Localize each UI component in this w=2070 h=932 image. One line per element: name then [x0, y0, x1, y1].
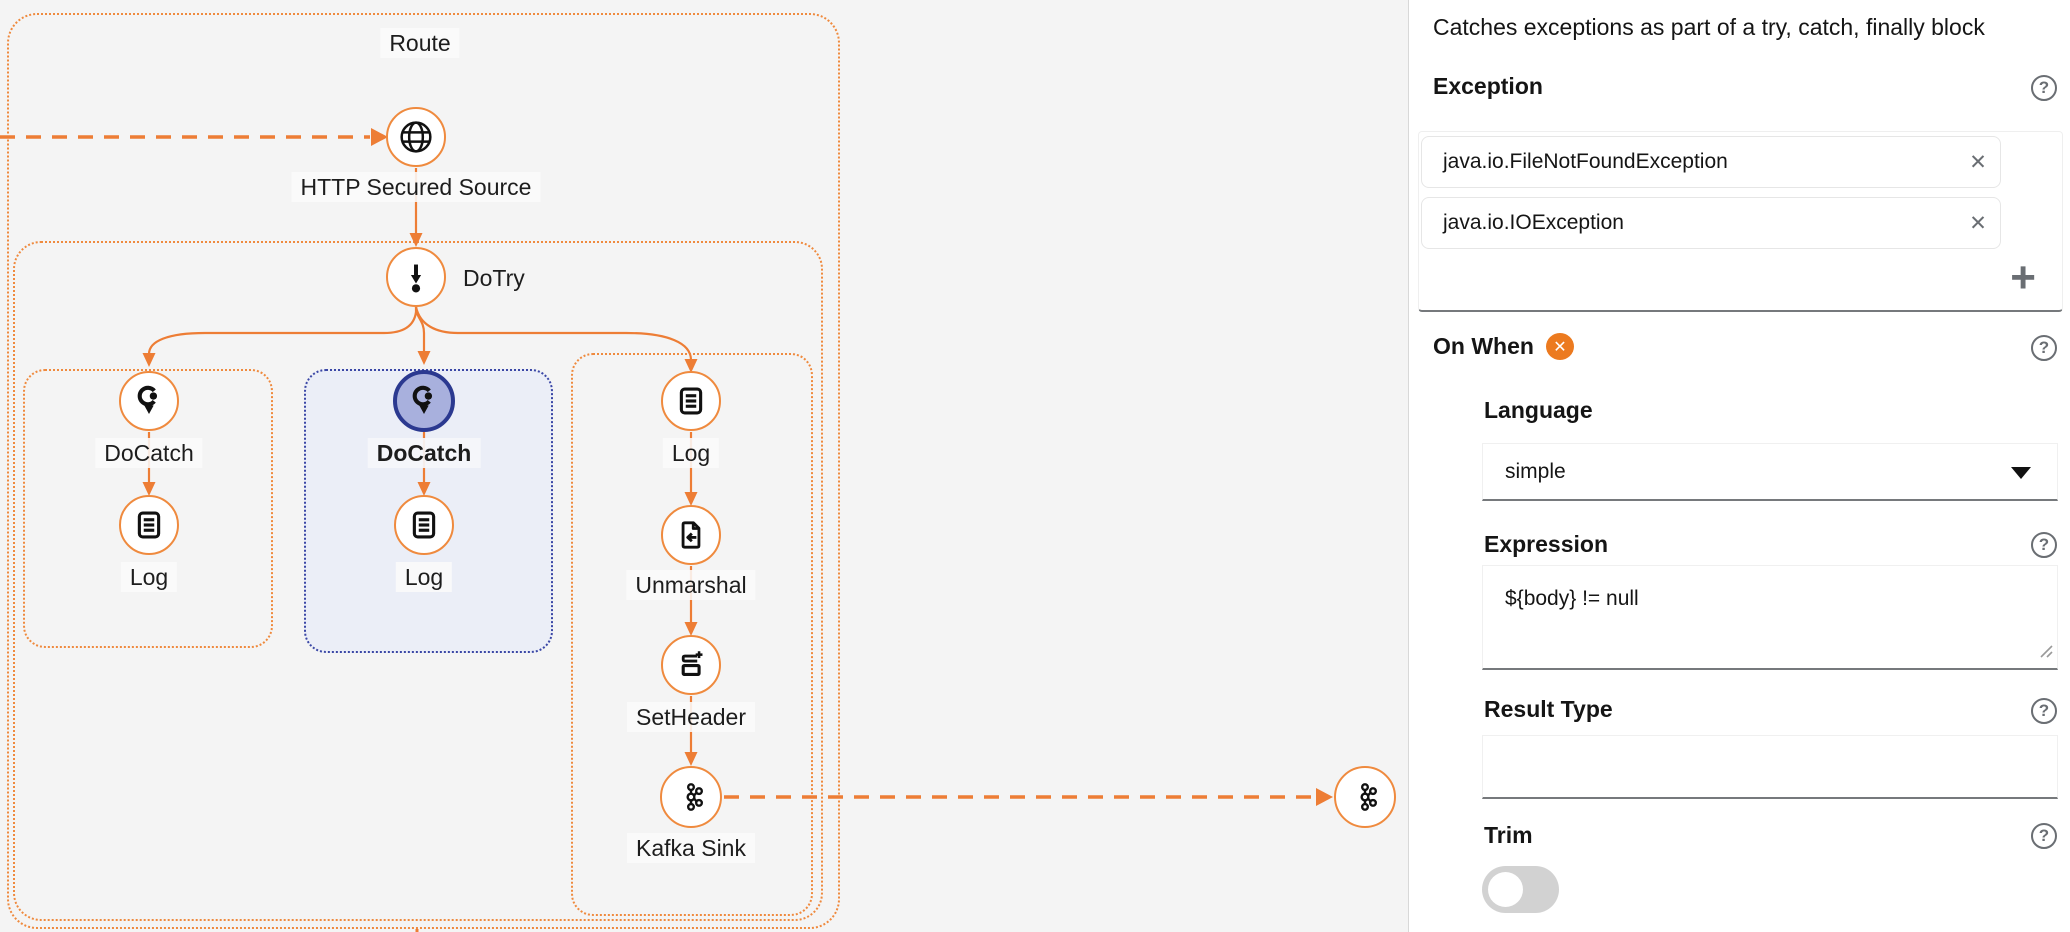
node-kafka-target[interactable]	[1334, 766, 1396, 828]
kafka-icon	[1349, 781, 1381, 813]
result-type-input[interactable]	[1482, 735, 2058, 799]
help-icon[interactable]: ?	[2031, 823, 2057, 849]
node-log-2[interactable]	[394, 495, 454, 555]
flow-canvas[interactable]: HTTP Secured Source DoTry DoC	[0, 0, 1408, 932]
node-label: HTTP Secured Source	[291, 172, 541, 202]
route-container[interactable]	[7, 13, 840, 929]
dotry-icon	[399, 260, 433, 294]
toggle-knob	[1488, 872, 1523, 907]
result-type-label: Result Type	[1484, 696, 1613, 722]
add-exception-icon[interactable]: +	[2010, 253, 2036, 302]
properties-panel: Catches exceptions as part of a try, cat…	[1408, 0, 2070, 932]
trim-label: Trim	[1484, 822, 1533, 848]
docatch1-container[interactable]	[23, 369, 273, 648]
exception-value[interactable]: java.io.IOException	[1443, 211, 1624, 234]
log-icon	[132, 508, 166, 542]
node-docatch-2-selected[interactable]	[393, 370, 455, 432]
help-icon[interactable]: ?	[2031, 335, 2057, 361]
node-setheader[interactable]	[661, 635, 721, 695]
node-label: Log	[662, 438, 720, 468]
node-log-3[interactable]	[661, 371, 721, 431]
help-icon[interactable]: ?	[2031, 532, 2057, 558]
remove-exception-icon[interactable]: ✕	[1969, 150, 1987, 174]
exception-item-row[interactable]: java.io.FileNotFoundException ✕	[1421, 136, 2001, 188]
remove-on-when-button[interactable]: ✕	[1546, 333, 1574, 360]
language-select[interactable]: simple	[1482, 443, 2058, 501]
docatch-icon	[132, 384, 166, 418]
help-icon[interactable]: ?	[2031, 698, 2057, 724]
expression-textarea[interactable]: ${body} != null	[1482, 565, 2058, 670]
route-label: Route	[380, 28, 460, 58]
node-label: DoTry	[463, 265, 525, 291]
node-http-secured-source[interactable]	[386, 107, 446, 167]
globe-icon	[396, 117, 436, 157]
log-icon	[674, 384, 708, 418]
language-label: Language	[1484, 397, 1593, 423]
trim-toggle[interactable]	[1482, 866, 1559, 913]
node-unmarshal[interactable]	[661, 505, 721, 565]
exception-value[interactable]: java.io.FileNotFoundException	[1443, 150, 1728, 173]
resize-handle[interactable]	[2035, 640, 2053, 664]
log-icon	[407, 508, 441, 542]
node-label: Kafka Sink	[627, 833, 755, 863]
expression-label: Expression	[1484, 531, 1608, 557]
exception-heading: Exception	[1433, 73, 1543, 99]
help-icon[interactable]: ?	[2031, 75, 2057, 101]
kafka-icon	[675, 781, 707, 813]
node-dotry[interactable]	[386, 247, 446, 307]
node-kafka-sink[interactable]	[660, 766, 722, 828]
setheader-icon	[674, 648, 708, 682]
on-when-heading: On When	[1433, 333, 1534, 359]
node-docatch-1[interactable]	[119, 371, 179, 431]
exception-field-group: java.io.FileNotFoundException ✕ java.io.…	[1418, 131, 2063, 312]
node-label: DoCatch	[95, 438, 203, 468]
language-value: simple	[1505, 459, 1566, 483]
node-label: SetHeader	[627, 702, 755, 732]
branch3-container[interactable]	[571, 353, 813, 916]
remove-exception-icon[interactable]: ✕	[1969, 211, 1987, 235]
node-label-selected: DoCatch	[367, 438, 481, 468]
node-label: Unmarshal	[626, 570, 756, 600]
expression-value: ${body} != null	[1505, 587, 1639, 610]
chevron-down-icon	[2011, 466, 2031, 479]
unmarshal-icon	[674, 518, 708, 552]
exception-item-row[interactable]: java.io.IOException ✕	[1421, 197, 2001, 249]
node-label: Log	[120, 562, 178, 592]
node-label: Log	[395, 562, 453, 592]
close-badge-icon: ✕	[1553, 338, 1567, 356]
docatch-icon	[407, 384, 441, 418]
step-description: Catches exceptions as part of a try, cat…	[1433, 14, 1985, 40]
node-log-1[interactable]	[119, 495, 179, 555]
